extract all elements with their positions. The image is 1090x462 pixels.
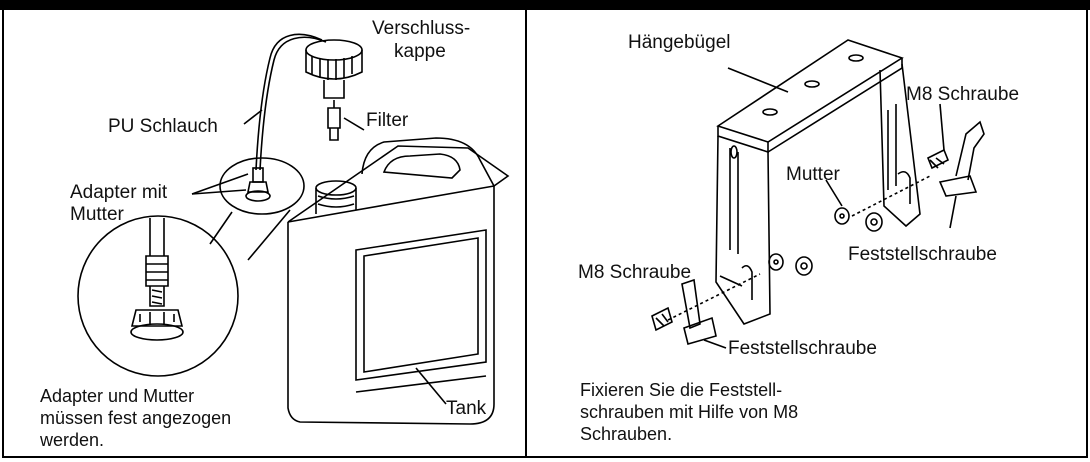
right-note-line-1: Fixieren Sie die Feststell- <box>580 380 783 400</box>
left-note-line-1: Adapter und Mutter <box>40 386 195 406</box>
cap-label-line-2: kappe <box>394 41 446 62</box>
feststell-bottom-leader <box>703 339 727 349</box>
adapter-leader-1 <box>191 173 249 195</box>
bracket-assembly-panel <box>527 10 1088 458</box>
tank-label: Tank <box>446 398 487 419</box>
filter-label-leader <box>343 117 365 131</box>
pu-hose-label: PU Schlauch <box>108 116 218 137</box>
locking-screw-bottom-label: Feststellschraube <box>728 338 877 359</box>
cap-illustration <box>305 39 363 141</box>
adapter-label-line-1: Adapter mit <box>70 182 168 203</box>
hanging-bracket-illustration <box>651 39 985 345</box>
m8-top-leader <box>939 103 945 151</box>
tank-illustration <box>287 137 510 425</box>
bracket-leader <box>727 67 789 93</box>
right-note-line-3: Schrauben. <box>580 424 673 444</box>
top-border-bar <box>0 0 1090 10</box>
adapter-leader-2 <box>191 189 247 195</box>
cap-label-line-1: Verschluss- <box>372 18 471 39</box>
m8-left-leader <box>719 275 743 287</box>
m8-screw-top-label: M8 Schraube <box>906 84 1020 105</box>
tank-leader <box>415 367 447 405</box>
nut-label: Mutter <box>786 164 840 185</box>
left-note-line-3: werden. <box>40 430 105 450</box>
m8-screw-left-label: M8 Schraube <box>578 262 692 283</box>
filter-label: Filter <box>366 110 409 131</box>
right-note-line-2: schrauben mit Hilfe von M8 <box>580 402 799 422</box>
mutter-leader <box>825 179 843 207</box>
tank-assembly-panel <box>2 10 527 458</box>
feststell-right-leader <box>949 195 957 229</box>
adapter-detail-small <box>219 157 305 215</box>
adapter-label-line-2: Mutter <box>70 204 124 225</box>
bracket-label: Hängebügel <box>628 32 731 53</box>
pu-leader <box>243 109 263 125</box>
left-note-line-2: müssen fest angezogen <box>40 408 232 428</box>
locking-screw-right-label: Feststellschraube <box>848 244 997 265</box>
adapter-detail-large <box>77 215 239 377</box>
pu-hose-line <box>255 33 327 171</box>
